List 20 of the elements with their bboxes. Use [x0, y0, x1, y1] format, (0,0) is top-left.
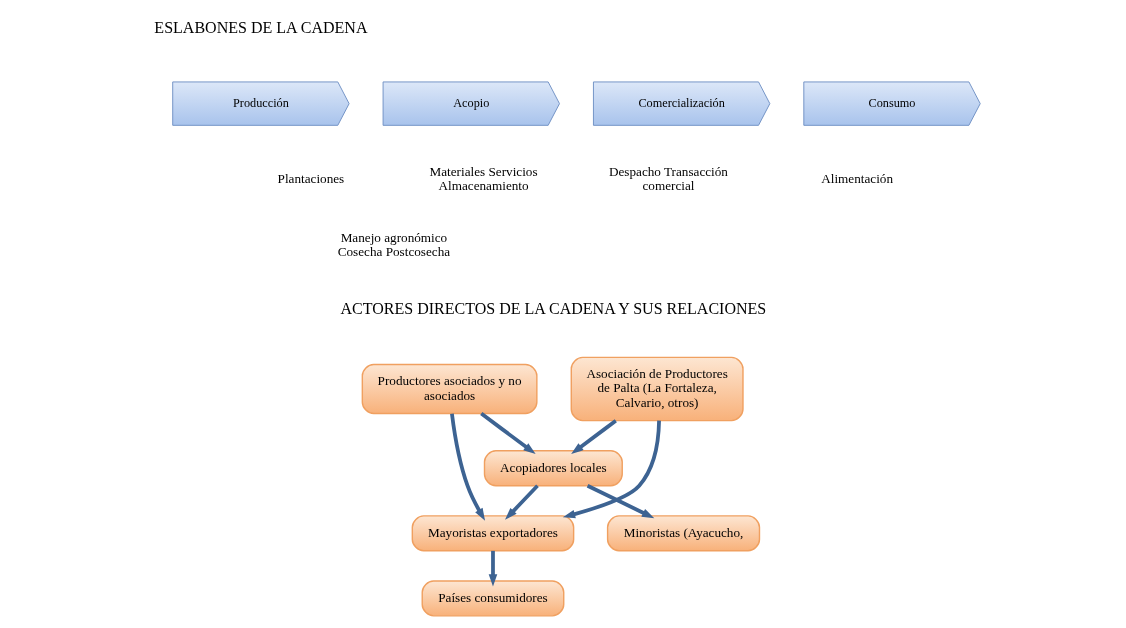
arrow	[479, 412, 536, 455]
node-label: Materiales Servicios Almacenamiento	[429, 163, 538, 193]
node-box: Acopiadores locales	[483, 450, 623, 487]
node-box: Países consumidores	[421, 580, 564, 617]
node-box: Minoristas (Ayacucho,	[606, 515, 760, 552]
arrow	[504, 484, 539, 520]
node-box: Productores asociados y no asociados	[361, 363, 538, 415]
arrow	[570, 419, 617, 455]
arrow	[488, 550, 497, 587]
node-box: Mayoristas exportadores	[411, 515, 574, 552]
arrow	[562, 420, 661, 519]
arrow	[586, 484, 654, 519]
label: ESLABONES DE LA CADENA	[153, 18, 367, 36]
node-box: Asociación de Productores de Palta (La Fortaleza, Calvario, otros)	[570, 356, 744, 422]
node-label: Manejo agronómico Cosecha Postcosecha	[337, 229, 450, 259]
node-label: Despacho Transacción comercial	[608, 163, 728, 193]
label: ACTORES DIRECTOS DE LA CADENA Y SUS RELACIONES	[339, 300, 766, 318]
arrow	[449, 413, 485, 521]
node-label: Alimentación	[820, 170, 893, 186]
node-label: Plantaciones	[277, 170, 344, 186]
